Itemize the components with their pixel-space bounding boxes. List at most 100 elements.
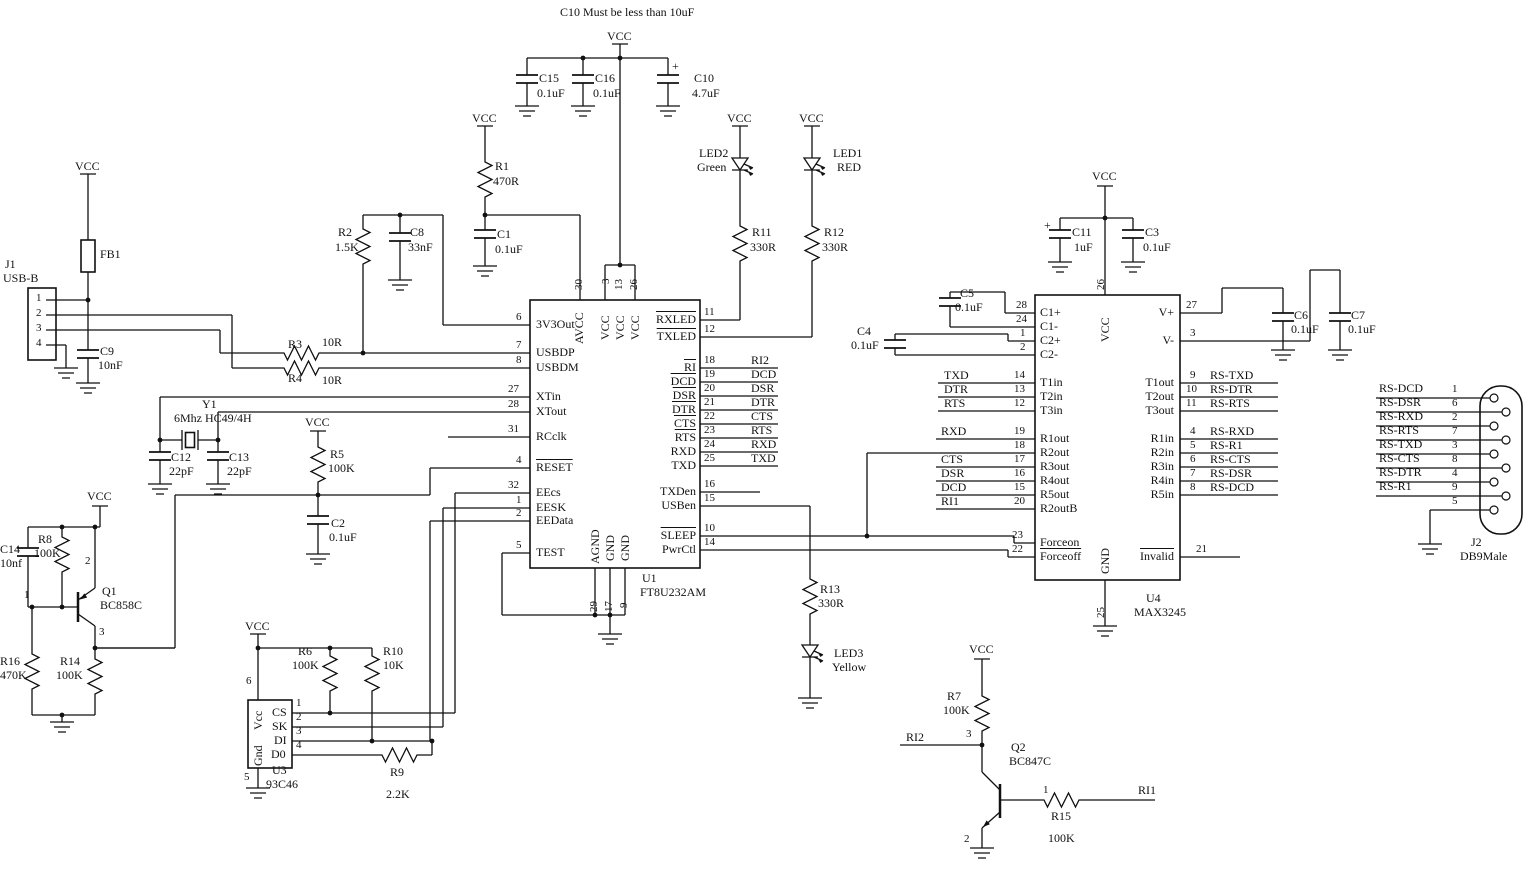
u1-pin11: 11 (704, 306, 715, 318)
u1-pin22: 22 (704, 410, 715, 422)
rs-dsr: RS-DSR (1210, 466, 1253, 480)
r12-ref: R12 (824, 225, 845, 239)
u4-name-r1out: R1out (1040, 431, 1070, 445)
j2-rs-dsr: RS-DSR (1379, 395, 1422, 409)
u1-name-rcclk: RCclk (536, 429, 567, 443)
j2-pin9: 9 (1452, 481, 1458, 493)
r9-value: 2.2K (386, 787, 410, 801)
net-dtr: DTR (751, 395, 775, 409)
q1-pin2: 2 (85, 555, 91, 567)
u1-name-xtin: XTin (536, 389, 561, 403)
q2-pin2: 2 (964, 833, 970, 845)
u3-pin5: 5 (244, 771, 250, 783)
c14-ref: C14 (0, 542, 21, 556)
r15-value: 100K (1048, 831, 1075, 845)
u4-pin24: 24 (1016, 313, 1027, 325)
u4-name-gnd: GND (1098, 548, 1112, 574)
u4-name-r5out: R5out (1040, 487, 1070, 501)
u1-pin15: 15 (704, 492, 715, 504)
u1-ref: U1 (642, 571, 657, 585)
led1-ref: LED1 (833, 146, 863, 160)
c6-ref: C6 (1294, 308, 1309, 322)
c3-ref: C3 (1145, 225, 1160, 239)
j1-pin3: 3 (36, 322, 42, 334)
u1-part: FT8U232AM (640, 585, 707, 599)
u4-name-forceon: Forceon (1040, 535, 1080, 549)
u4-name-c2p: C2+ (1040, 333, 1061, 347)
r7-value: 100K (943, 703, 970, 717)
c7-ref: C7 (1351, 308, 1366, 322)
q1-pin1: 1 (24, 589, 30, 601)
u4-pin21: 21 (1196, 543, 1207, 555)
u4-name-r3in: R3in (1150, 459, 1174, 473)
schematic-note: C10 Must be less than 10uF (560, 5, 695, 19)
u4-name-t1out: T1out (1145, 375, 1174, 389)
c5-ref: C5 (960, 286, 975, 300)
net2-cts: CTS (941, 452, 964, 466)
wires-3v3-r2-c8 (362, 214, 530, 353)
u4-pin23: 23 (1012, 529, 1023, 541)
u4-body (1034, 294, 1181, 581)
wires-q2 (900, 658, 1155, 848)
u4-name-vplus: V+ (1158, 305, 1174, 319)
net-rxd: RXD (751, 437, 777, 451)
net2-dtr: DTR (944, 382, 968, 396)
r7-ref: R7 (947, 689, 962, 703)
net-rts: RTS (751, 423, 773, 437)
net-dcd: DCD (751, 367, 777, 381)
j2-pin8: 8 (1452, 453, 1458, 465)
u3-name-vcc: Vcc (251, 710, 265, 730)
vcc-q1: VCC (87, 489, 112, 503)
u4-part: MAX3245 (1134, 605, 1187, 619)
u4-pin11: 11 (1186, 397, 1197, 409)
junction-dots (29, 55, 1108, 748)
u4-pin25: 25 (1095, 607, 1107, 618)
j2-rs-cts: RS-CTS (1379, 451, 1420, 465)
j1-pin1: 1 (36, 292, 42, 304)
u1-name-usbdm: USBDM (536, 360, 579, 374)
r16-value: 470K (0, 668, 27, 682)
vcc-r1: VCC (472, 111, 497, 125)
u1-pin16: 16 (704, 478, 715, 490)
u4-name-t2out: T2out (1145, 389, 1174, 403)
r1-ref: R1 (495, 159, 510, 173)
net2-rxd: RXD (941, 424, 967, 438)
u4-pin7: 7 (1190, 467, 1196, 479)
j2-pin3: 3 (1452, 439, 1458, 451)
r15-ref: R15 (1051, 809, 1072, 823)
u1-name-agnd: AGND (588, 529, 602, 564)
u4-ref: U4 (1146, 591, 1161, 605)
u3-pin-cs: 1 (296, 697, 302, 709)
j2-ref: J2 (1471, 535, 1482, 549)
u4-pin27: 27 (1186, 299, 1197, 311)
c5-value: 0.1uF (955, 300, 983, 314)
vcc-u3: VCC (245, 619, 270, 633)
u1-name-xtout: XTout (536, 404, 567, 418)
u1-pin5: 5 (516, 539, 522, 551)
vcc-r5: VCC (305, 415, 330, 429)
u4-name-vminus: V- (1162, 333, 1174, 347)
r3-ref: R3 (288, 337, 303, 351)
rs-dtr: RS-DTR (1210, 382, 1253, 396)
q1-pin3: 3 (99, 626, 105, 638)
r8-value: 100K (34, 546, 61, 560)
u4-pin26: 26 (1095, 279, 1107, 290)
u4-pin10: 10 (1186, 383, 1197, 395)
u1-name-rxled: RXLED (656, 312, 696, 326)
net-cts: CTS (751, 409, 774, 423)
u1-pin18: 18 (704, 354, 715, 366)
rs-cts: RS-CTS (1210, 452, 1251, 466)
j1-pin2: 2 (36, 307, 42, 319)
u4-name-t3out: T3out (1145, 403, 1174, 417)
net2-dcd: DCD (941, 480, 967, 494)
c2-ref: C2 (331, 516, 346, 530)
net2-ri1: RI1 (941, 494, 959, 508)
u1-pin1: 1 (516, 494, 522, 506)
u1-pin6: 6 (516, 311, 522, 323)
q2-pin1: 1 (1043, 784, 1049, 796)
u4-pin4: 4 (1190, 425, 1196, 437)
q2-ref: Q2 (1011, 740, 1026, 754)
u4-pin19: 19 (1014, 425, 1025, 437)
u1-body (529, 299, 701, 569)
r10-ref: R10 (383, 644, 404, 658)
